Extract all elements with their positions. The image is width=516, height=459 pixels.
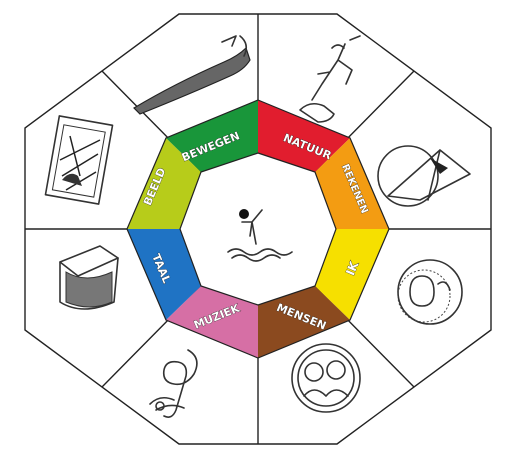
center-hub — [180, 153, 336, 305]
